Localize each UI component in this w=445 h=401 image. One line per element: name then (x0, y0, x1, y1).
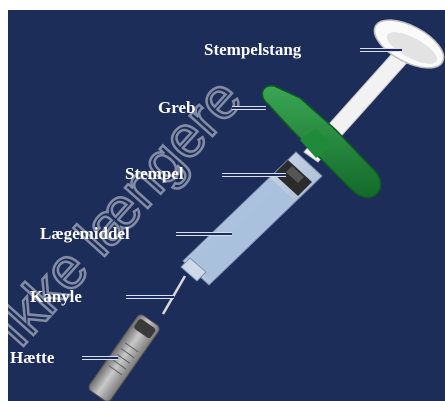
label-plunger-rod: Stempelstang (204, 40, 301, 60)
label-plunger: Stempel (125, 164, 184, 184)
leader-grip (232, 106, 266, 110)
leader-plunger (222, 173, 286, 177)
label-medicine: Lægemiddel (40, 224, 130, 244)
leader-needle (126, 295, 174, 299)
label-needle: Kanyle (30, 287, 82, 307)
leader-plunger-rod (360, 48, 402, 52)
label-grip: Greb (158, 98, 195, 118)
label-cap: Hætte (10, 348, 54, 368)
leader-cap (82, 356, 118, 360)
leader-medicine (176, 232, 232, 236)
